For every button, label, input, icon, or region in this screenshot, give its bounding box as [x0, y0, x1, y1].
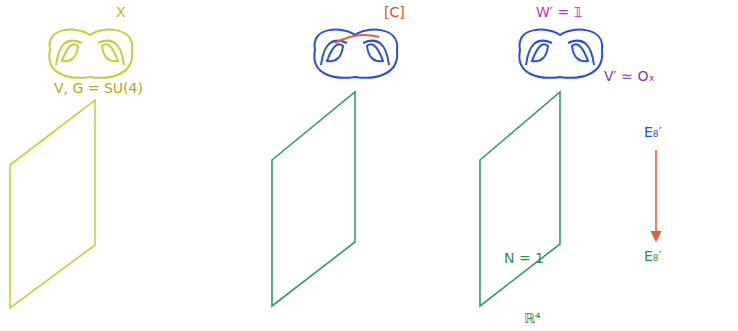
surface-hole	[327, 44, 343, 61]
hole-ring	[56, 41, 82, 65]
curve-c	[335, 35, 379, 43]
surface-hole	[62, 44, 78, 61]
surface-hole	[572, 44, 588, 61]
math-label: V′ ≃ Oₓ	[604, 68, 655, 84]
spacetime-plane	[10, 100, 95, 308]
spacetime-plane	[272, 92, 355, 306]
calabi-yau-surface	[314, 30, 397, 78]
hole-ring	[526, 41, 552, 65]
hole-ring	[363, 41, 389, 65]
hole-ring	[321, 41, 347, 65]
math-label: E₈′	[644, 248, 662, 264]
math-label: N = 1	[504, 250, 544, 266]
hole-ring	[568, 41, 594, 65]
surface-outline	[49, 30, 132, 78]
math-label: V, G = SU(4)	[54, 80, 143, 96]
math-label: ℝ⁴	[524, 310, 541, 326]
math-label: E₈′	[644, 124, 662, 140]
math-label: X	[116, 4, 126, 20]
surface-outline	[519, 30, 602, 78]
calabi-yau-surface	[519, 30, 602, 78]
surface-hole	[367, 44, 383, 61]
breaking-arrow	[655, 150, 657, 240]
hole-ring	[98, 41, 124, 65]
math-label: W′ = 𝟙	[536, 4, 583, 20]
surface-hole	[102, 44, 118, 61]
math-label: [C]	[384, 4, 405, 20]
surface-outline	[314, 30, 397, 78]
calabi-yau-surface	[49, 30, 132, 78]
surface-hole	[532, 44, 548, 61]
spacetime-plane	[480, 92, 560, 306]
